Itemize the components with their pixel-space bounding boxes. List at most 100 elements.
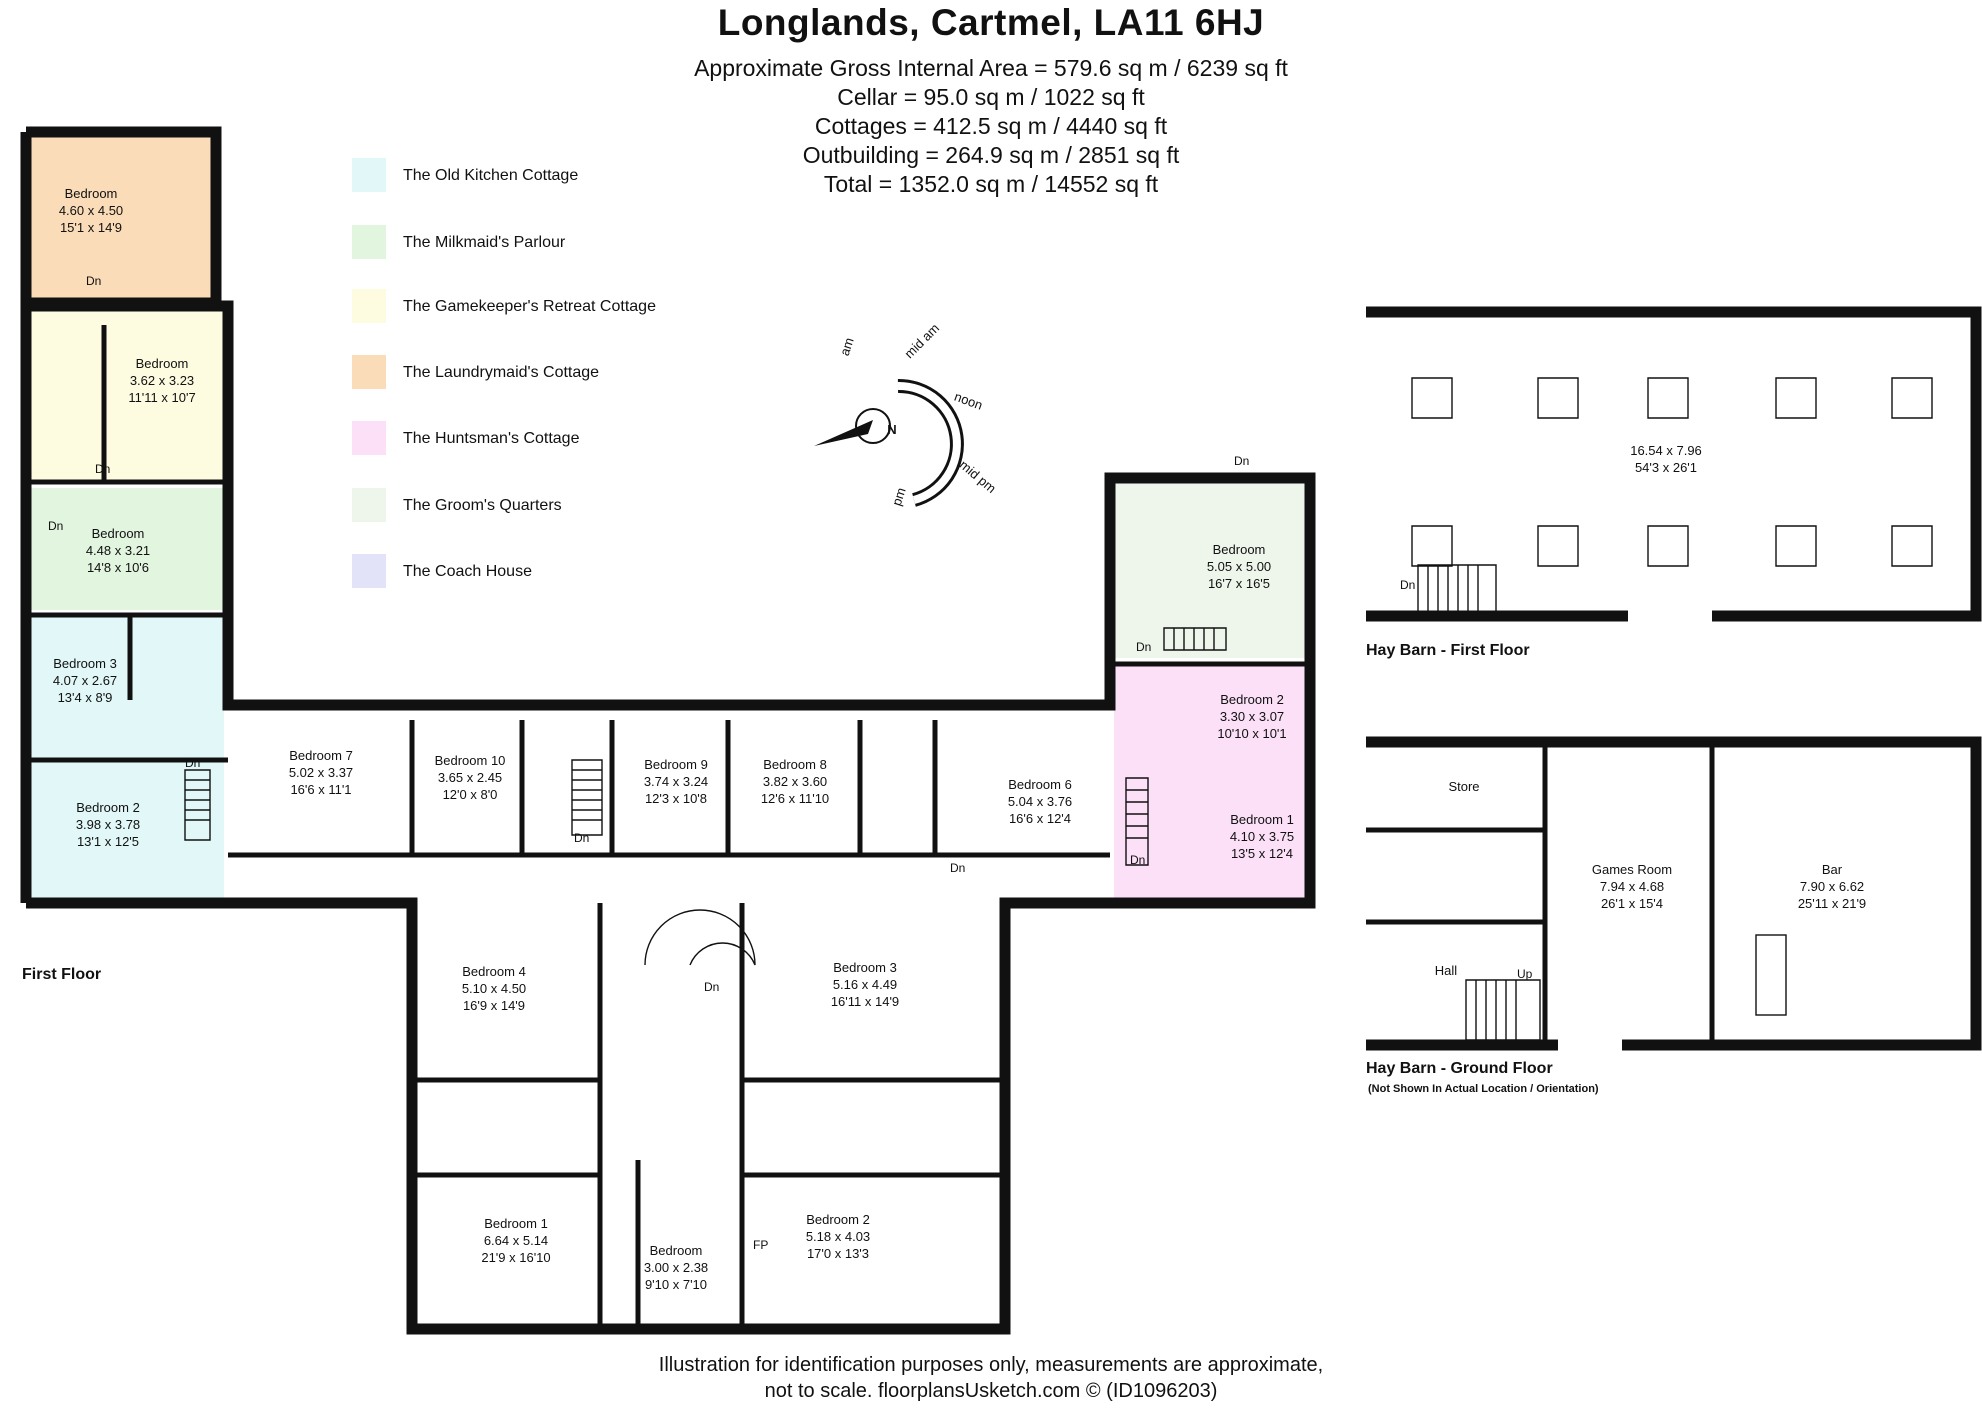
room-dimension: 10'10 x 10'1: [1217, 726, 1286, 741]
dn-mark: Dn: [86, 274, 101, 288]
room-name: Bedroom 3: [53, 656, 117, 671]
room-name: Bedroom 8: [763, 757, 827, 772]
disclaimer-line-2: not to scale. floorplansUsketch.com © (I…: [764, 1380, 1218, 1402]
barn-roof-lights: [1411, 377, 1933, 1016]
room-dimension: 4.10 x 3.75: [1230, 829, 1294, 844]
area-cottages: Cottages = 412.5 sq m / 4440 sq ft: [814, 113, 1168, 139]
room-name: Games Room: [1592, 862, 1672, 877]
dn-mark: Dn: [185, 756, 200, 770]
compass-label-pm: pm: [889, 486, 909, 508]
dn-mark: Dn: [1400, 578, 1415, 592]
room-label-ok-bed3: Bedroom 3 4.07 x 2.67 13'4 x 8'9: [53, 656, 117, 705]
gamekeeper-cottage-fill: [26, 306, 226, 482]
area-total: Total = 1352.0 sq m / 14552 sq ft: [823, 171, 1159, 197]
up-mark: Up: [1517, 967, 1533, 981]
room-label-store: Store: [1448, 779, 1479, 794]
room-name: Bedroom: [65, 186, 118, 201]
room-dimension: 3.30 x 3.07: [1220, 709, 1284, 724]
compass-label-am: am: [837, 336, 857, 358]
legend-swatch: [352, 158, 386, 192]
room-name: Bedroom: [650, 1243, 703, 1258]
legend-swatch: [352, 289, 386, 323]
room-dimension: 4.60 x 4.50: [59, 203, 123, 218]
room-dimension: 6.64 x 5.14: [484, 1233, 548, 1248]
room-dimension: 26'1 x 15'4: [1601, 896, 1663, 911]
page-title: Longlands, Cartmel, LA11 6HJ: [717, 2, 1265, 43]
legend-item-gamekeeper: The Gamekeeper's Retreat Cottage: [352, 289, 772, 325]
room-label-barn-first: 16.54 x 7.96 54'3 x 26'1: [1630, 443, 1702, 475]
room-dimension: 3.74 x 3.24: [644, 774, 708, 789]
room-name: Bedroom 10: [435, 753, 506, 768]
room-dimension: 3.82 x 3.60: [763, 774, 827, 789]
internal-walls: [26, 297, 1715, 1329]
huntsmans-cottage-fill: [1114, 664, 1310, 902]
legend-item-laundrymaid: The Laundrymaid's Cottage: [352, 355, 772, 391]
disclaimer-line-1: Illustration for identification purposes…: [658, 1354, 1324, 1376]
dn-mark: Dn: [95, 462, 110, 476]
dn-mark: Dn: [1130, 853, 1145, 867]
room-label-hall: Hall: [1435, 963, 1458, 978]
room-name: Hall: [1435, 963, 1458, 978]
room-dimension: 12'3 x 10'8: [645, 791, 707, 806]
thick-walls: [20, 126, 1982, 1335]
dn-mark: Dn: [1136, 640, 1151, 654]
room-name: Bedroom 2: [1220, 692, 1284, 707]
disclaimer-footer: Illustration for identification purposes…: [0, 1352, 1982, 1404]
room-name: Bedroom: [1213, 542, 1266, 557]
room-dimension: 9'10 x 7'10: [645, 1277, 707, 1292]
room-dimension: 7.90 x 6.62: [1800, 879, 1864, 894]
area-outbuilding: Outbuilding = 264.9 sq m / 2851 sq ft: [802, 142, 1180, 168]
room-name: Bedroom: [136, 356, 189, 371]
room-dimension: 5.10 x 4.50: [462, 981, 526, 996]
room-dimension: 16'9 x 14'9: [463, 998, 525, 1013]
legend-swatch: [352, 225, 386, 259]
legend-label: The Groom's Quarters: [403, 497, 562, 514]
room-name: Bedroom 7: [289, 748, 353, 763]
fireplace-mark: FP: [753, 1238, 768, 1252]
room-dimension: 17'0 x 13'3: [807, 1246, 869, 1261]
room-dimension: 3.00 x 2.38: [644, 1260, 708, 1275]
room-dimension: 4.07 x 2.67: [53, 673, 117, 688]
room-label-hunt-bed2: Bedroom 2 3.30 x 3.07 10'10 x 10'1: [1217, 692, 1286, 741]
legend-label: The Milkmaid's Parlour: [403, 234, 566, 251]
room-label-groom-bed: Bedroom 5.05 x 5.00 16'7 x 16'5: [1207, 542, 1271, 591]
room-dimension: 3.62 x 3.23: [130, 373, 194, 388]
stairs: [184, 564, 1541, 1041]
room-name: 16.54 x 7.96: [1630, 443, 1702, 458]
room-dimension: 4.48 x 3.21: [86, 543, 150, 558]
room-dimension: 16'6 x 11'1: [290, 782, 351, 797]
room-dimension: 16'11 x 14'9: [831, 994, 899, 1009]
room-name: Bedroom 9: [644, 757, 708, 772]
area-summary: Approximate Gross Internal Area = 579.6 …: [0, 54, 1982, 199]
legend-swatch: [352, 421, 386, 455]
room-name: Bar: [1822, 862, 1843, 877]
room-dimension: 16'7 x 16'5: [1208, 576, 1270, 591]
compass-label-mid-pm: mid pm: [957, 457, 999, 496]
room-dimension: 54'3 x 26'1: [1635, 460, 1697, 475]
room-label-bed9: Bedroom 9 3.74 x 3.24 12'3 x 10'8: [644, 757, 708, 806]
room-dimension: 11'11 x 10'7: [128, 390, 195, 405]
dn-mark: Dn: [950, 861, 965, 875]
room-dimension: 13'4 x 8'9: [58, 690, 113, 705]
hay-barn-first-floor-label: Hay Barn - First Floor: [1366, 642, 1530, 659]
legend-swatch: [352, 554, 386, 588]
compass-pointer-icon: [814, 420, 873, 446]
legend-label: The Coach House: [403, 563, 532, 580]
room-name: Bedroom 1: [1230, 812, 1294, 827]
room-dimension: 5.05 x 5.00: [1207, 559, 1271, 574]
first-floor-label: First Floor: [22, 966, 102, 983]
